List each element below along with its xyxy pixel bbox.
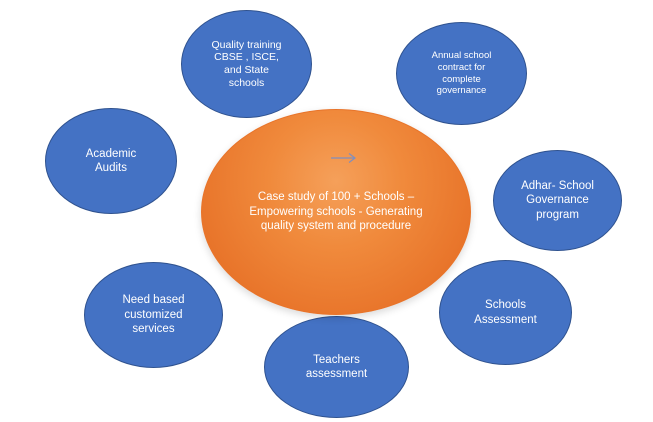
node-label: Academic Audits: [85, 147, 137, 174]
node-teachers-assessment: Teachers assessment: [264, 316, 409, 418]
node-schools-assessment: Schools Assessment: [439, 260, 572, 365]
node-label: Schools Assessment: [474, 299, 537, 326]
node-label: Need based customized services: [122, 294, 185, 336]
node-quality-training: Quality training CBSE , ISCE, and State …: [181, 10, 312, 118]
center-node-case-study: Case study of 100 + Schools – Empowering…: [201, 109, 471, 315]
node-label: Teachers assessment: [305, 353, 368, 380]
node-adhar-governance: Adhar- School Governance program: [493, 150, 622, 251]
node-label: Quality training CBSE , ISCE, and State …: [211, 38, 282, 89]
node-need-based-services: Need based customized services: [84, 262, 223, 368]
right-arrow-icon: [331, 153, 356, 163]
node-academic-audits: Academic Audits: [45, 108, 177, 214]
node-label: Annual school contract for complete gove…: [431, 49, 492, 97]
center-label: Case study of 100 + Schools – Empowering…: [249, 190, 423, 233]
node-annual-school-contract: Annual school contract for complete gove…: [396, 22, 527, 125]
node-label: Adhar- School Governance program: [521, 179, 594, 221]
